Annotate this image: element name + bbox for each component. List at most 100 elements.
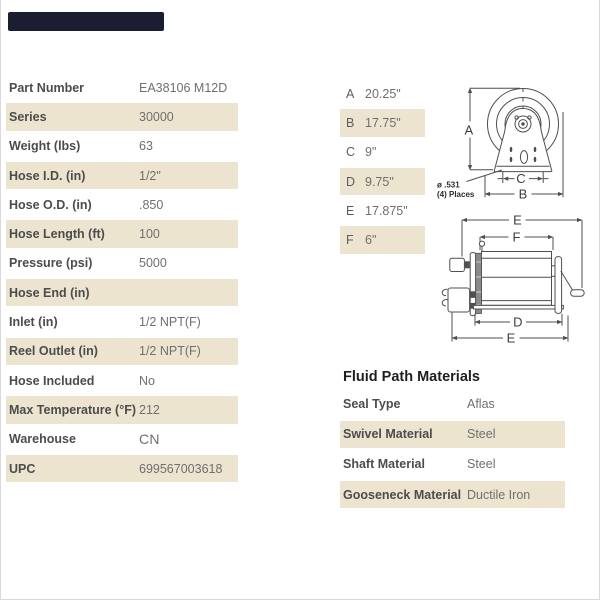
table-row: Inlet (in) 1/2 NPT(F) [6,307,238,336]
dim-a-label: A [464,123,473,138]
crank-arm [560,270,575,293]
dim-letter: B [346,115,355,130]
table-row: Shaft Material Steel [340,449,565,479]
hole-note-line2: (4) Places [437,190,475,199]
dim-c: C [497,171,549,186]
table-row: E 17.875" [340,196,425,225]
hole-note: ø .531 (4) Places [437,169,503,199]
technical-drawings: A B C ø .531 (4) Places E [437,87,585,345]
spec-value: 5000 [139,256,167,271]
hole-note-line1: ø .531 [437,181,460,190]
fluid-value: Aflas [467,397,495,412]
spec-label: Pressure (psi) [9,256,93,271]
table-row: Hose Length (ft) 100 [6,219,238,248]
dim-value: 9" [365,145,377,160]
dim-f-label: F [513,229,521,244]
dim-e-bottom: E [451,312,569,345]
spec-label: Max Temperature (°F) [9,402,137,417]
dim-d-label: D [513,314,522,329]
spec-value: No [139,373,155,388]
dim-e-bottom-label: E [507,330,516,345]
spec-label: UPC [9,461,36,476]
spec-value: 212 [139,402,160,417]
spec-value: 1/2 NPT(F) [139,344,201,359]
table-row: Hose O.D. (in) .850 [6,190,238,219]
front-view-drawing: A B C ø .531 (4) Places [437,87,564,201]
fluid-path-materials-title: Fluid Path Materials [343,369,480,385]
dim-letter: D [346,174,356,189]
spec-value: 1/2 NPT(F) [139,315,201,330]
dim-letter: A [346,86,355,101]
left-flange [469,252,477,317]
table-row: C 9" [340,138,425,167]
dim-e-top: E [461,212,583,288]
base-rail [473,304,564,310]
spec-value: .850 [139,197,164,212]
table-row: Part Number EA38106 M12D [6,73,238,102]
mounting-bracket [493,107,553,173]
table-row: Weight (lbs) 63 [6,132,238,161]
spec-value: EA38106 M12D [139,80,228,95]
fluid-value: Steel [467,457,496,472]
spec-label: Hose I.D. (in) [9,168,86,183]
reel-side-body [441,240,585,317]
dim-b-label: B [519,186,528,201]
spec-label: Weight (lbs) [9,139,81,154]
right-flange [554,256,563,314]
spec-label: Part Number [9,80,85,95]
fluid-value: Ductile Iron [467,487,531,502]
table-row: Max Temperature (°F)212 [6,395,238,424]
fluid-label: Swivel Material [343,427,433,442]
table-row: Pressure (psi) 5000 [6,249,238,278]
spec-value: 30000 [139,109,174,124]
dim-value: 6" [365,233,377,248]
fluid-label: Shaft Material [343,457,425,472]
dim-a: A [464,87,520,171]
dim-d: D [474,313,563,329]
pin-detail [478,240,486,247]
side-view-drawing: E F [441,212,585,345]
dim-c-label: C [516,171,525,186]
spec-value: 699567003618 [139,461,223,476]
table-row: D 9.75" [340,167,425,196]
spec-label: Reel Outlet (in) [9,344,98,359]
dim-value: 17.875" [365,203,408,218]
dim-e-top-label: E [513,212,522,227]
dim-b: B [484,112,564,201]
table-row: Series 30000 [6,102,238,131]
hub [514,115,532,133]
dim-value: 17.75" [365,115,401,130]
spec-value: 100 [139,227,160,242]
spec-label: Inlet (in) [9,315,58,330]
spec-label: Warehouse [9,432,76,447]
spec-label: Hose Length (ft) [9,227,105,242]
fluid-value: Steel [467,427,496,442]
swivel-inlet [449,257,465,272]
spec-label: Hose End (in) [9,285,90,300]
table-row: Swivel Material Steel [340,419,565,449]
dim-letter: E [346,203,355,218]
spec-label: Hose Included [9,373,95,388]
dim-f: F [479,229,554,250]
fluid-label: Seal Type [343,397,401,412]
crank-handle [570,289,585,297]
spec-label: Hose O.D. (in) [9,197,92,212]
spec-table: Part Number EA38106 M12D Series 30000 Weig… [6,73,238,483]
dim-value: 9.75" [365,174,394,189]
table-row: UPC 699567003618 [6,454,238,483]
dim-letter: C [346,145,356,160]
spec-label: Series [9,109,47,124]
table-row: Hose End (in) [6,278,238,307]
table-row: Seal Type Aflas [340,389,565,419]
spec-value: 63 [139,139,153,154]
table-row: Hose I.D. (in) 1/2" [6,161,238,190]
hose-hooks [441,288,448,307]
spec-value: 1/2" [139,168,161,183]
table-row: B 17.75" [340,108,425,137]
